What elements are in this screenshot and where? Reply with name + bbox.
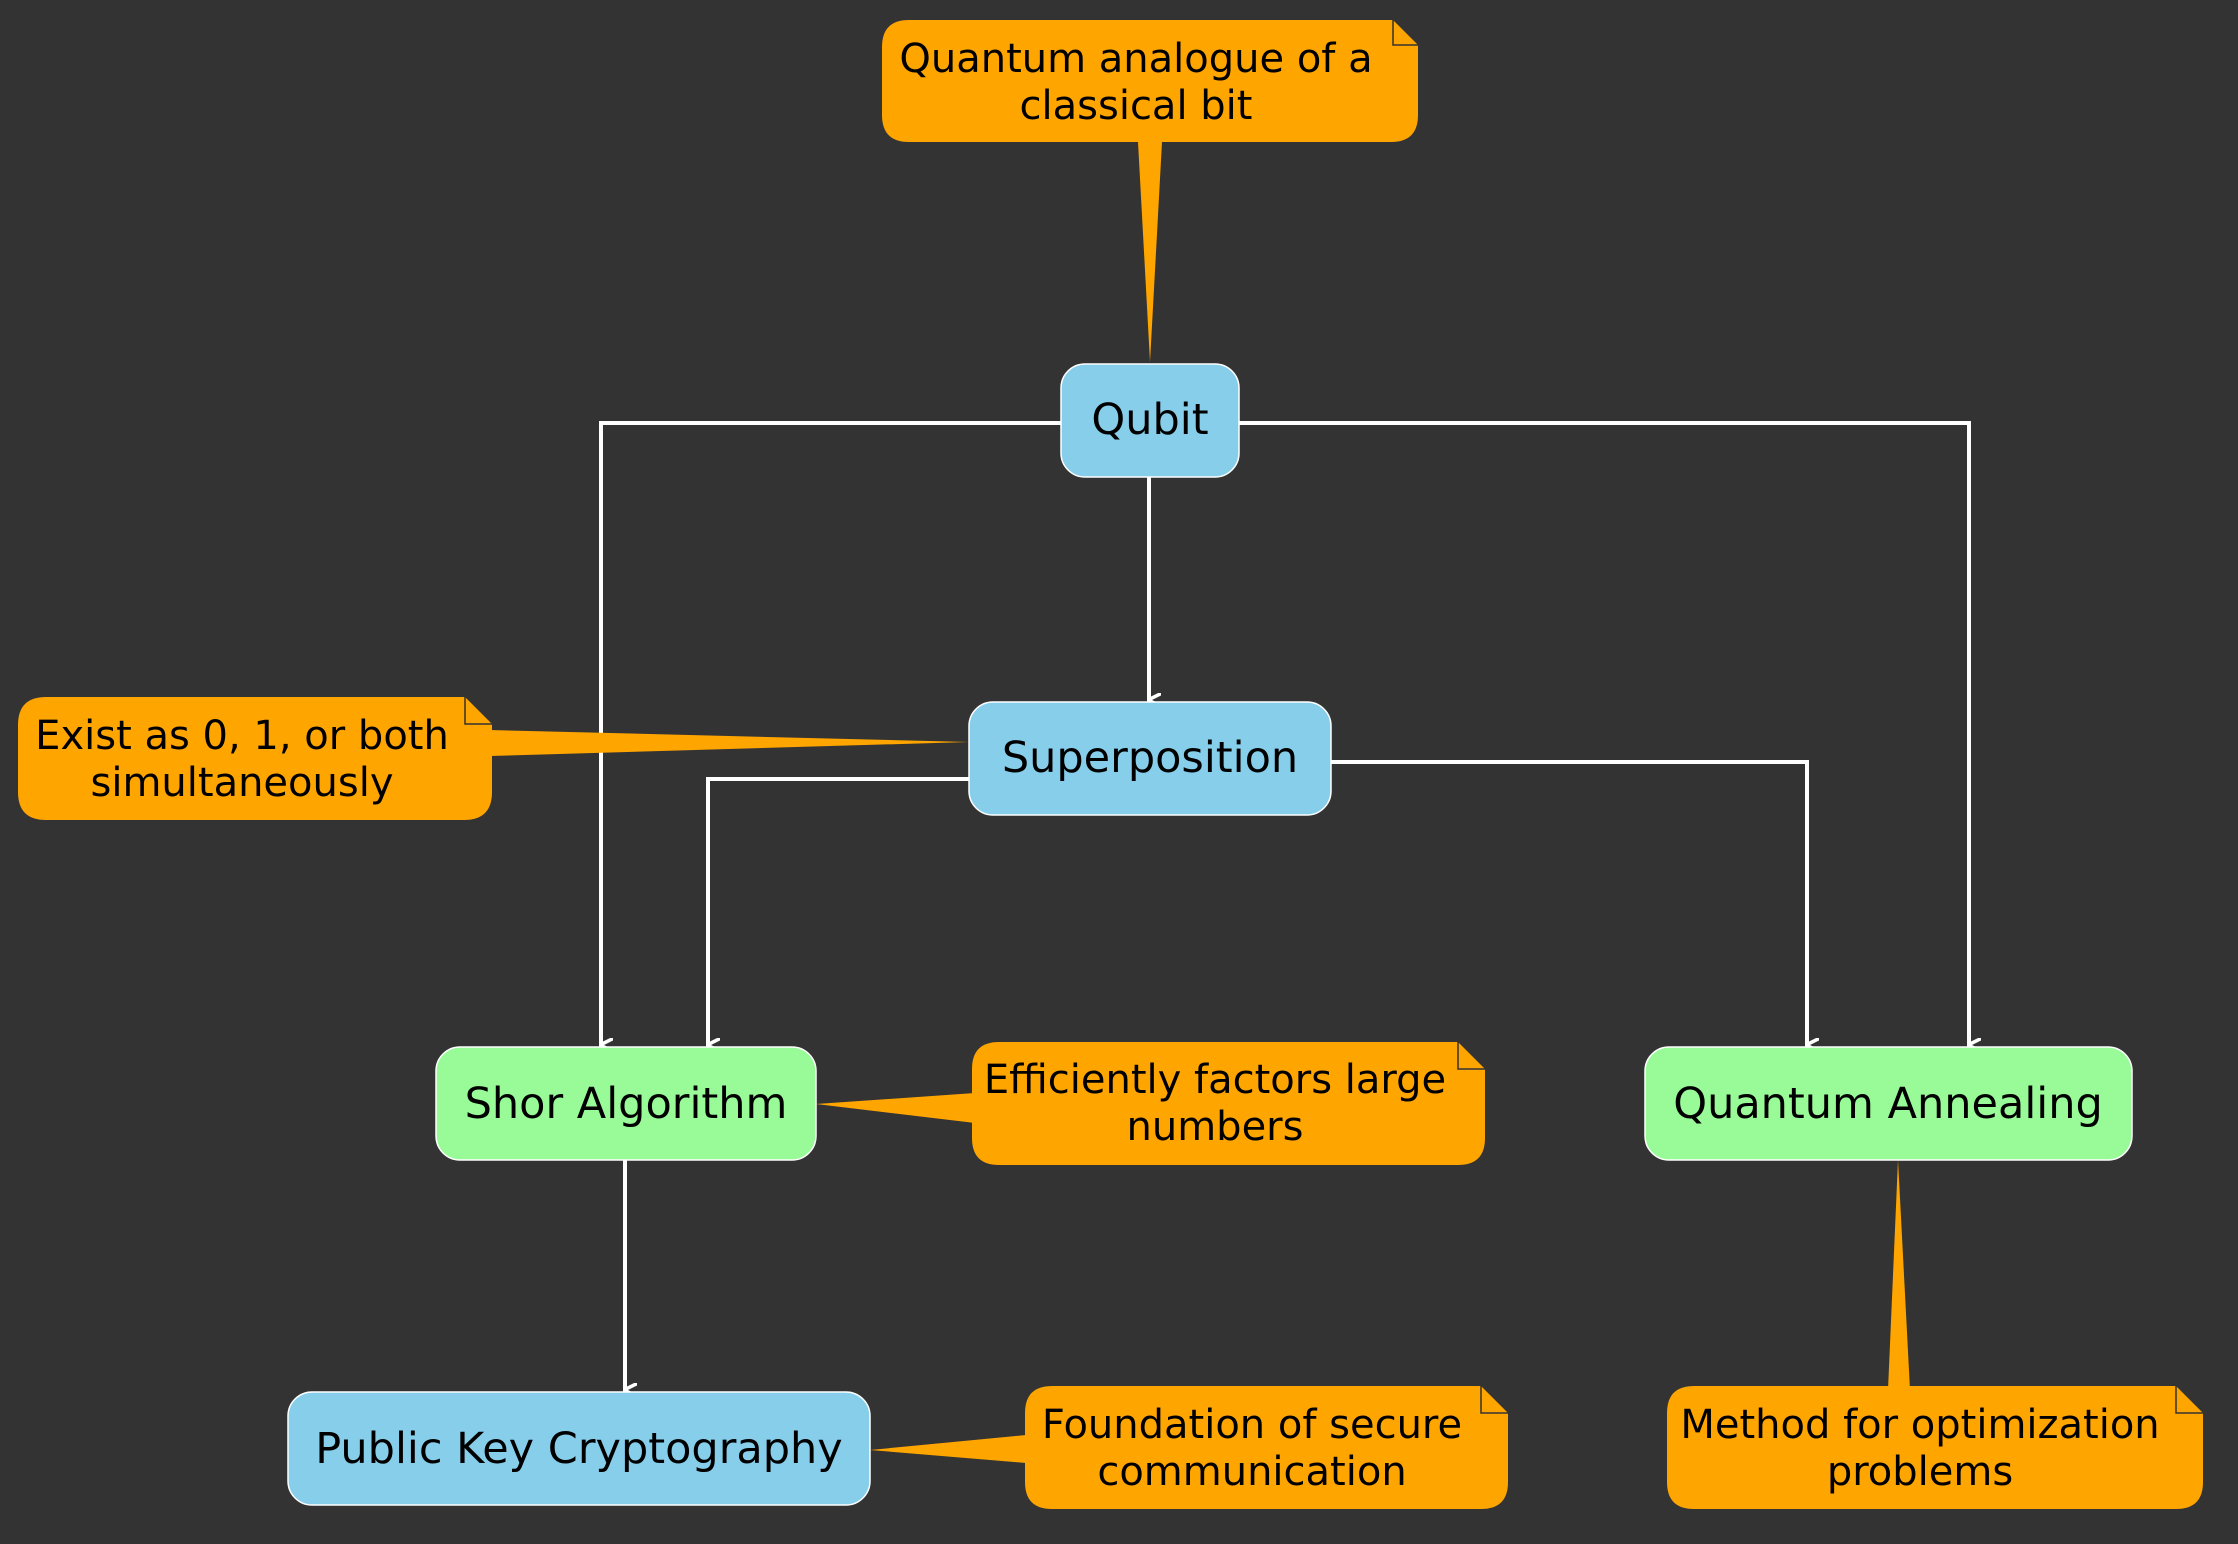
note-tail-pkc bbox=[870, 1435, 1026, 1463]
note-superposition-line-1: Exist as 0, 1, or both bbox=[35, 713, 449, 759]
edge-superposition-shor bbox=[706, 777, 969, 1045]
edges bbox=[599, 421, 1969, 1390]
node-shor-label: Shor Algorithm bbox=[465, 1079, 788, 1129]
node-qubit[interactable]: Qubit bbox=[1060, 363, 1240, 478]
note-qubit: Quantum analogue of a classical bit bbox=[882, 20, 1418, 142]
note-pkc-line-2: communication bbox=[1097, 1449, 1406, 1495]
node-qubit-label: Qubit bbox=[1091, 395, 1208, 445]
note-tail-shor bbox=[816, 1093, 975, 1123]
node-shor-algorithm[interactable]: Shor Algorithm bbox=[435, 1046, 817, 1161]
note-shor: Efficiently factors large numbers bbox=[972, 1042, 1485, 1165]
node-superposition-label: Superposition bbox=[1002, 733, 1298, 783]
note-annealing-line-1: Method for optimization bbox=[1680, 1402, 2159, 1448]
node-superposition[interactable]: Superposition bbox=[968, 701, 1332, 816]
edge-qubit-annealing bbox=[1238, 421, 1969, 1045]
note-pkc-line-1: Foundation of secure bbox=[1042, 1402, 1462, 1448]
note-qubit-line-2: classical bit bbox=[1020, 83, 1253, 129]
note-tail-annealing bbox=[1888, 1160, 1910, 1390]
note-tails bbox=[490, 142, 1910, 1463]
node-pkc-label: Public Key Cryptography bbox=[315, 1424, 843, 1474]
node-annealing-label: Quantum Annealing bbox=[1673, 1079, 2103, 1129]
note-shor-line-1: Efficiently factors large bbox=[984, 1057, 1446, 1103]
node-public-key-cryptography[interactable]: Public Key Cryptography bbox=[287, 1391, 871, 1506]
note-superposition: Exist as 0, 1, or both simultaneously bbox=[18, 697, 492, 820]
note-qubit-line-1: Quantum analogue of a bbox=[899, 36, 1372, 82]
edge-superposition-annealing bbox=[1331, 760, 1807, 1045]
node-quantum-annealing[interactable]: Quantum Annealing bbox=[1644, 1046, 2133, 1161]
note-tail-superposition bbox=[490, 730, 969, 756]
note-annealing: Method for optimization problems bbox=[1667, 1386, 2203, 1509]
note-tail-qubit bbox=[1138, 142, 1162, 362]
note-shor-line-2: numbers bbox=[1127, 1104, 1304, 1150]
note-annealing-line-2: problems bbox=[1827, 1449, 2013, 1495]
edge-qubit-shor bbox=[599, 421, 1061, 1045]
note-superposition-line-2: simultaneously bbox=[91, 760, 394, 806]
note-pkc: Foundation of secure communication bbox=[1025, 1386, 1508, 1509]
